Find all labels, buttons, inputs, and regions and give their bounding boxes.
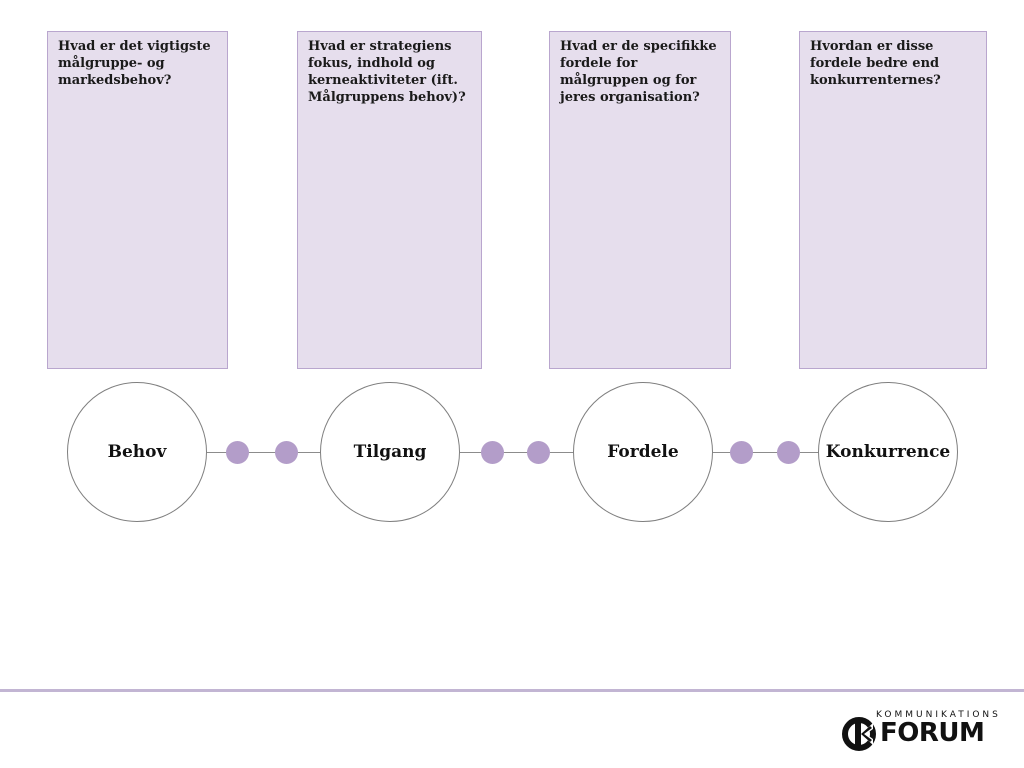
step-label: Fordele: [607, 442, 679, 462]
logo-top-text: KOMMUNIKATIONS: [876, 710, 1001, 720]
question-box-behov: Hvad er det vigtigste målgruppe- og mark…: [47, 31, 228, 369]
step-circle-behov: Behov: [67, 382, 207, 522]
connector-line-2: [460, 452, 574, 453]
logo-main-text: FORUM: [880, 718, 985, 748]
connector-dot: [527, 441, 550, 464]
connector-line-3: [713, 452, 819, 453]
question-box-konkurrence: Hvordan er disse fordele bedre end konku…: [799, 31, 987, 369]
question-text: Hvad er strategiens fokus, indhold og ke…: [308, 39, 466, 105]
connector-dot: [730, 441, 753, 464]
connector-dot: [275, 441, 298, 464]
kommunikationsforum-logo: KOMMUNIKATIONS FORUM: [842, 710, 1016, 754]
k-logo-icon: [842, 717, 876, 751]
connector-dot: [777, 441, 800, 464]
question-box-tilgang: Hvad er strategiens fokus, indhold og ke…: [297, 31, 482, 369]
step-circle-tilgang: Tilgang: [320, 382, 460, 522]
step-circle-konkurrence: Konkurrence: [818, 382, 958, 522]
connector-line-1: [207, 452, 321, 453]
step-label: Tilgang: [353, 442, 427, 462]
connector-dot: [481, 441, 504, 464]
question-text: Hvad er det vigtigste målgruppe- og mark…: [58, 39, 211, 88]
step-label: Behov: [107, 442, 167, 462]
question-text: Hvad er de specifikke fordele for målgru…: [560, 39, 717, 105]
connector-dot: [226, 441, 249, 464]
step-circle-fordele: Fordele: [573, 382, 713, 522]
footer-divider: [0, 689, 1024, 692]
question-text: Hvordan er disse fordele bedre end konku…: [810, 39, 941, 88]
question-box-fordele: Hvad er de specifikke fordele for målgru…: [549, 31, 731, 369]
step-label: Konkurrence: [825, 442, 951, 462]
